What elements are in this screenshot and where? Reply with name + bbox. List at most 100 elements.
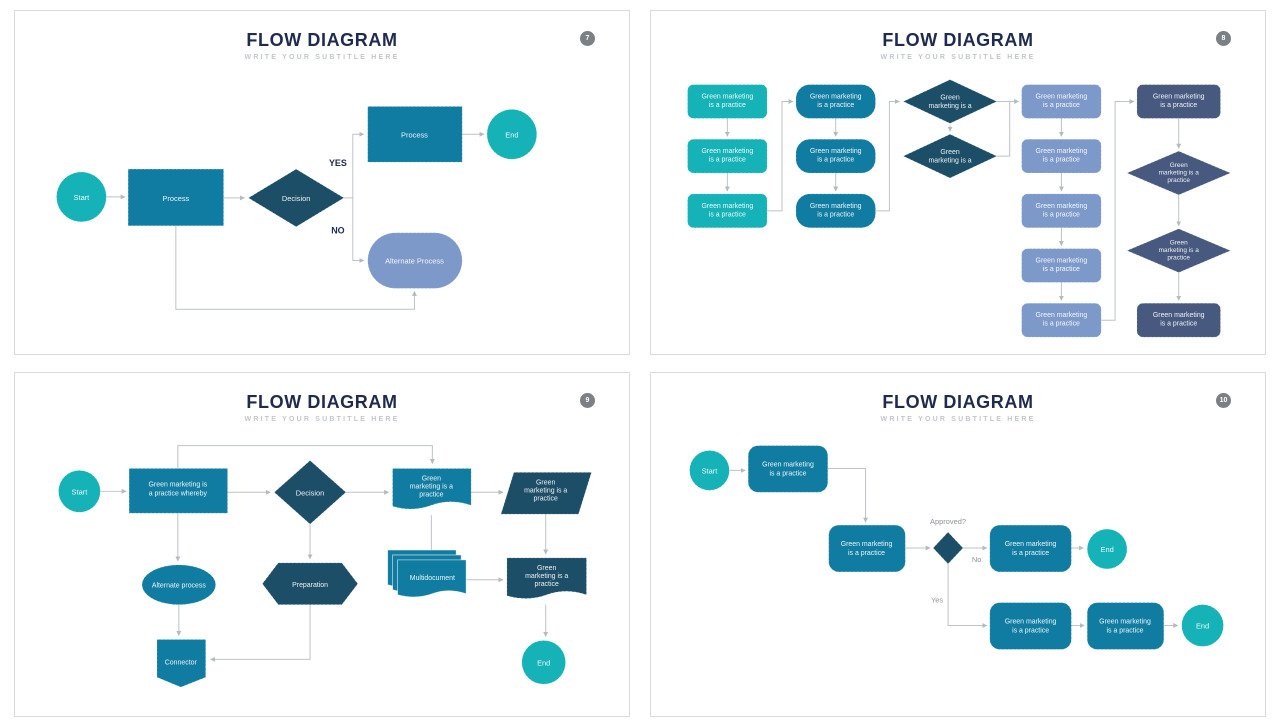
process2-label: Process (401, 130, 428, 139)
end-node-2 (1181, 604, 1224, 647)
process-node-2 (367, 106, 463, 163)
decision-node (1126, 150, 1232, 196)
alternate-process-label: Alternate Process (385, 257, 444, 266)
connector-lines (106, 131, 485, 310)
page-number-badge: 8 (1216, 31, 1231, 46)
no-label: No (972, 555, 982, 564)
process-node (128, 468, 228, 514)
step-node (989, 602, 1072, 650)
page-number-badge: 7 (580, 31, 595, 46)
no-branch-label: NO (331, 226, 344, 236)
step-node (687, 138, 768, 174)
end-node (1086, 528, 1128, 570)
decision-node (902, 133, 998, 179)
document-node-2 (506, 557, 587, 599)
multidocument-label: Multidocument (410, 575, 455, 582)
multidocument-node (387, 549, 467, 598)
step-node (1136, 302, 1221, 338)
process-label: Process (162, 194, 189, 203)
step-node (1021, 193, 1102, 229)
start-label: Start (74, 193, 91, 202)
end-label: End (1101, 545, 1114, 554)
step-node (1136, 84, 1221, 119)
process-node (127, 168, 224, 227)
connector-label: Connector (165, 659, 198, 666)
step-node (1021, 302, 1102, 338)
step-node (687, 193, 768, 229)
approved-label: Approved? (930, 517, 966, 526)
end-label: End (537, 658, 550, 667)
end-label-2: End (1196, 622, 1209, 631)
yes-label: Yes (931, 596, 943, 605)
slide-basic-flow[interactable]: Start Process Decision YES NO Process En… (14, 10, 630, 355)
connector-lines (729, 467, 1179, 629)
decision-node (902, 79, 998, 124)
yes-branch-label: YES (329, 158, 347, 168)
step-node (747, 445, 829, 493)
alternate-process-node (141, 564, 216, 606)
end-node (521, 640, 566, 685)
page-number-badge: 9 (580, 393, 595, 408)
step-node (1021, 138, 1102, 174)
start-node (689, 450, 730, 491)
start-label: Start (72, 487, 89, 496)
preparation-node (261, 562, 359, 606)
connector-lines (724, 98, 1182, 321)
decision-node (273, 459, 347, 525)
connector-node (156, 639, 207, 688)
start-node (58, 470, 101, 513)
document-node (392, 468, 472, 510)
alternate-label: Alternate process (152, 583, 207, 590)
decision-node (1126, 228, 1232, 273)
svg-text:Green marketing isa practice w: Green marketing isa practice whereby (149, 481, 208, 497)
end-label: End (505, 130, 518, 139)
step-node (1021, 248, 1102, 283)
data-parallelogram-node (500, 472, 592, 515)
start-label: Start (702, 466, 719, 475)
step-node (795, 138, 876, 174)
connector-lines (100, 445, 549, 662)
decision-label: Decision (296, 488, 325, 497)
step-node (687, 84, 768, 119)
page-number-badge: 10 (1216, 393, 1231, 408)
step-node (1021, 84, 1102, 119)
alternate-process-node (367, 232, 463, 289)
flowchart-canvas: Start Process Decision YES NO Process En… (56, 106, 538, 310)
approved-decision-node (932, 531, 964, 565)
start-node (56, 171, 107, 223)
step-node (795, 84, 876, 119)
step-node (828, 524, 906, 573)
decision-node (247, 168, 345, 228)
step-node (795, 193, 876, 229)
